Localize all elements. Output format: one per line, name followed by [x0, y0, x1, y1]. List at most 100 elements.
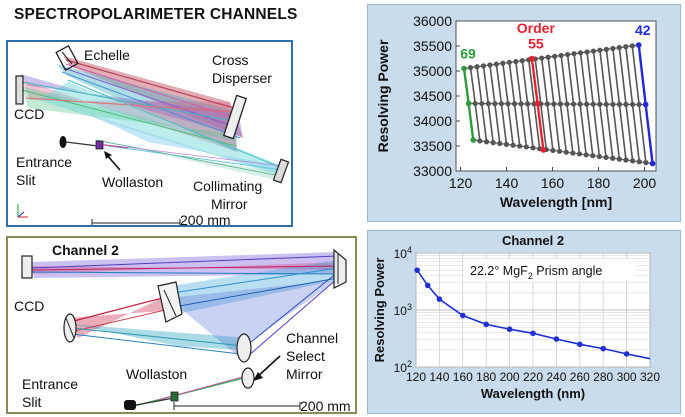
series-label-55: 55	[528, 36, 544, 52]
series-label-42: 42	[635, 22, 651, 38]
channel2-diagram	[21, 248, 347, 410]
series-point-55	[540, 147, 547, 153]
y-axis-label: Resolving Power	[372, 258, 387, 363]
resolving-power-point	[553, 336, 560, 342]
x-tick-label: 140	[429, 370, 449, 384]
channel2-scale-bar	[173, 402, 301, 410]
echelle-label: Echelle	[84, 47, 130, 63]
channel2-echelle	[333, 248, 347, 289]
resolving-power-point	[506, 326, 513, 333]
x-tick-label: 160	[453, 370, 473, 384]
cross-disperser-label-2: Disperser	[212, 70, 272, 86]
slit-label: Slit	[16, 172, 36, 188]
channel2-scale-label: 200 mm	[300, 398, 351, 414]
scale-label: 200 mm	[180, 212, 231, 228]
cross-disperser-label-1: Cross	[212, 52, 249, 68]
channel2-slit-label: Slit	[22, 394, 42, 410]
annotation-text: 22.2° MgF	[470, 264, 528, 278]
resolving-power-point	[460, 312, 466, 319]
channel2-ccd-label: CCD	[14, 298, 45, 314]
series-point-55	[534, 100, 541, 107]
channel1-ray-fan	[20, 56, 283, 180]
y-tick-exponent: 2	[407, 359, 412, 369]
ccd-detector	[15, 75, 24, 105]
channel2-diagram-title: Channel 2	[52, 242, 119, 258]
series-point-69	[461, 65, 467, 72]
resolving-power-point	[414, 267, 420, 273]
cross-disperser	[222, 94, 248, 140]
series-point-42	[642, 101, 649, 108]
channel2-entrance-label: Entrance	[22, 376, 79, 392]
y-tick-label: 103	[394, 302, 412, 318]
resolving-power-point	[530, 330, 536, 337]
annotation-box	[464, 259, 636, 281]
ccd-label: CCD	[14, 106, 45, 122]
wollaston-label: Wollaston	[102, 174, 164, 190]
y-axis-label: Resolving Power	[375, 39, 391, 152]
x-tick-label: 160	[541, 175, 565, 191]
y-tick-exponent: 3	[407, 302, 412, 312]
series-label-69: 69	[460, 46, 476, 62]
y-tick-base: 10	[394, 361, 408, 375]
channel2-ccd	[21, 255, 33, 279]
y-tick-label: 104	[394, 245, 412, 261]
channel1-diagram	[15, 45, 290, 225]
x-tick-label: 120	[406, 370, 426, 384]
prism-annotation: 22.2° MgF2 Prism angle	[470, 264, 602, 281]
x-tick-label: 260	[570, 370, 590, 384]
order-envelope	[468, 102, 646, 106]
plot-area	[455, 20, 657, 172]
x-tick-label: 180	[476, 370, 496, 384]
channel-select-arrow	[253, 355, 281, 381]
x-tick-label: 120	[449, 175, 473, 191]
channel2-collimating-mirror	[63, 313, 77, 343]
y-tick-label: 35500	[413, 38, 452, 54]
x-tick-label: 200	[633, 175, 657, 191]
y-tick-exponent: 4	[407, 245, 412, 255]
channel1-diagram-panel: Echelle Cross Disperser CCD Entrance Sli…	[6, 40, 293, 228]
resolving-power-point	[483, 321, 489, 328]
entrance-label: Entrance	[16, 154, 73, 170]
x-tick-label: 300	[617, 370, 637, 384]
y-tick-base: 10	[394, 247, 408, 261]
collimating-mirror	[272, 158, 290, 184]
channel1-scale-bar	[91, 219, 181, 225]
channel2-wollaston-prism	[170, 391, 179, 402]
mirror-label: Mirror	[211, 196, 248, 212]
x-tick-label: 140	[495, 175, 519, 191]
y-tick-label: 36000	[413, 13, 452, 29]
y-tick-label: 102	[394, 359, 412, 375]
series-point-69	[465, 100, 472, 107]
x-tick-label: 280	[593, 370, 613, 384]
resolving-power-point	[424, 282, 431, 289]
order-envelope	[473, 139, 653, 165]
series-point-42	[635, 42, 642, 48]
y-tick-label: 33500	[413, 138, 452, 154]
x-tick-label: 240	[546, 370, 566, 384]
channel2-diagram-panel: Channel 2 CCD Channel Select Mirror Woll…	[6, 236, 357, 414]
channel2-cross-disperser	[157, 281, 183, 323]
channel2-wollaston-label: Wollaston	[126, 366, 188, 382]
echelle-grating	[55, 45, 79, 71]
order-envelope	[463, 44, 639, 70]
series-point-55	[529, 55, 535, 62]
x-tick-label: 320	[640, 370, 660, 384]
axis-triad-icon	[17, 204, 28, 218]
channel2-ray-fan	[30, 252, 339, 407]
collimating-label: Collimating	[193, 178, 263, 194]
channel-select-mirror	[236, 333, 255, 389]
y-tick-label: 35000	[413, 63, 452, 79]
channel2-entrance-slit	[124, 397, 175, 410]
y-tick-label: 34000	[413, 113, 452, 129]
order-annotation: Order	[517, 20, 556, 36]
y-tick-label: 33000	[413, 163, 452, 179]
resolving-power-line	[416, 269, 651, 360]
series-point-42	[649, 160, 656, 167]
chart-title: Channel 2	[502, 233, 564, 248]
wollaston-arrow	[104, 151, 121, 171]
resolving-power-point	[577, 341, 583, 348]
resolving-power-point	[436, 296, 443, 302]
